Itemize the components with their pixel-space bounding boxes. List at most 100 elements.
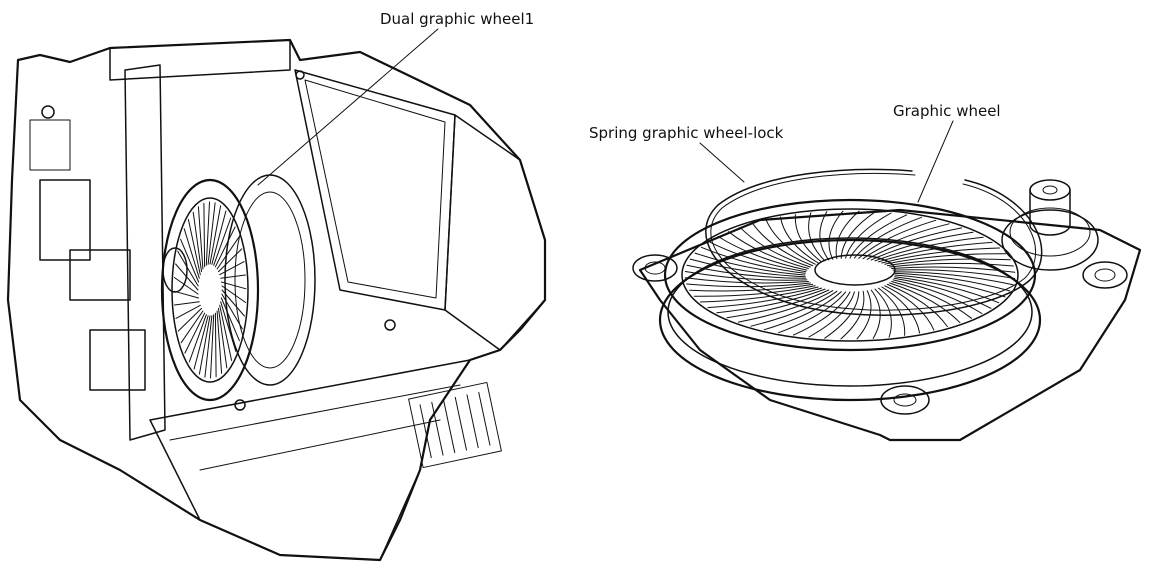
graphic-wheel-disc [663, 198, 1037, 352]
wheel-slot [858, 219, 937, 259]
wheel-slot [684, 271, 808, 281]
spring-wire [705, 168, 1043, 316]
fan-blade [198, 315, 211, 375]
wheel-slot [835, 210, 860, 260]
graphic-wheel-assembly [632, 168, 1142, 442]
pulley [1001, 179, 1099, 271]
wheel-slot [707, 287, 822, 309]
fan-blade [177, 250, 199, 287]
fan-blade [183, 228, 200, 279]
fan-blade [184, 312, 206, 354]
fan-blade [221, 285, 247, 303]
fan-blade [214, 312, 217, 378]
wheel-slot [794, 214, 822, 263]
wheel-slot [792, 291, 851, 336]
wheel-slot [684, 277, 809, 284]
wheel-slot [808, 212, 826, 262]
fan-blade [205, 201, 210, 266]
fan-blade [216, 310, 223, 374]
dual-wheel-fan [160, 174, 316, 402]
wheel-slot [884, 253, 1007, 265]
wheel-slot [840, 211, 876, 259]
wheel-slot [765, 219, 816, 265]
wheel-slot [893, 277, 992, 309]
wheel-slot [884, 285, 935, 331]
leader-spring-lock [699, 142, 745, 183]
fan-blade [174, 301, 200, 306]
wheel-slot [763, 291, 842, 331]
roller-bearing [632, 254, 1128, 415]
wheel-slot [726, 289, 830, 319]
wheel-slot [891, 281, 972, 319]
wheel-slot [881, 247, 1001, 264]
wheel-slot [881, 286, 921, 334]
wheel-slot [889, 282, 961, 324]
wheel-slot [728, 231, 809, 269]
fan-blade [204, 315, 213, 378]
wheel-slot [819, 211, 830, 261]
wheel-slot [866, 227, 963, 260]
wheel-slot [699, 286, 819, 303]
fan-blade [213, 217, 232, 266]
fan-blade [221, 293, 243, 330]
label-dual-graphic-wheel: Dual graphic wheel1 [380, 10, 534, 28]
wheel-slot [892, 279, 983, 314]
wheel-slot [737, 290, 834, 323]
graphic-wheel-slots [684, 210, 1016, 340]
fan-blade [180, 238, 200, 283]
wheel-slot [708, 241, 807, 273]
wheel-slot [778, 291, 847, 334]
fan-blade [175, 304, 201, 319]
wheel-slot [853, 216, 922, 259]
fan-blade [218, 307, 228, 369]
fan-blade [214, 226, 236, 268]
wheel-slot [808, 291, 855, 338]
cover-box [294, 69, 456, 311]
fan-blade [192, 211, 202, 273]
fan-blade [219, 304, 233, 361]
wheel-slot [689, 258, 806, 278]
wheel-slot [891, 266, 1016, 273]
fan-blade [220, 297, 240, 342]
wheel-slot [894, 274, 1006, 298]
wheel-slot [878, 241, 993, 263]
fan-blade [216, 236, 240, 270]
wheel-slot [845, 212, 892, 259]
top-rail [109, 39, 291, 81]
wheel-slot [849, 214, 908, 259]
fan-blade [211, 210, 227, 265]
wheel-slot [893, 271, 1014, 286]
lower-body [149, 359, 471, 561]
wheel-slot [750, 290, 838, 327]
wheel-slot [716, 288, 826, 314]
leader-graphic-wheel [917, 120, 954, 203]
fan-blade [177, 307, 202, 332]
wheel-slot [717, 236, 808, 271]
fan-blade [220, 281, 247, 290]
fan-blade [175, 263, 199, 291]
base-plate [638, 208, 1142, 442]
fan-blade [187, 219, 201, 276]
fan-blade [220, 301, 237, 352]
label-graphic-wheel: Graphic wheel [893, 102, 1001, 120]
fan-blade [203, 202, 206, 268]
fan-blade [221, 289, 245, 317]
fan-blade [193, 315, 209, 370]
wheel-slot [752, 222, 814, 267]
wheel-slot [892, 269, 1016, 279]
housing-outline [6, 38, 547, 562]
wheel-slot [693, 285, 816, 297]
fan-blade [220, 274, 246, 279]
wheel-slot [878, 287, 906, 336]
wheel-slot [894, 272, 1011, 292]
fan-blade [218, 248, 243, 273]
wheel-slot [886, 258, 1011, 267]
wheel-slot [862, 223, 950, 260]
wheel-slot [874, 236, 984, 262]
fan-blade [197, 206, 204, 270]
wheel-slot [686, 264, 807, 279]
wheel-slot [824, 291, 860, 339]
fan-blade [210, 314, 215, 379]
wheel-slot [874, 288, 892, 338]
